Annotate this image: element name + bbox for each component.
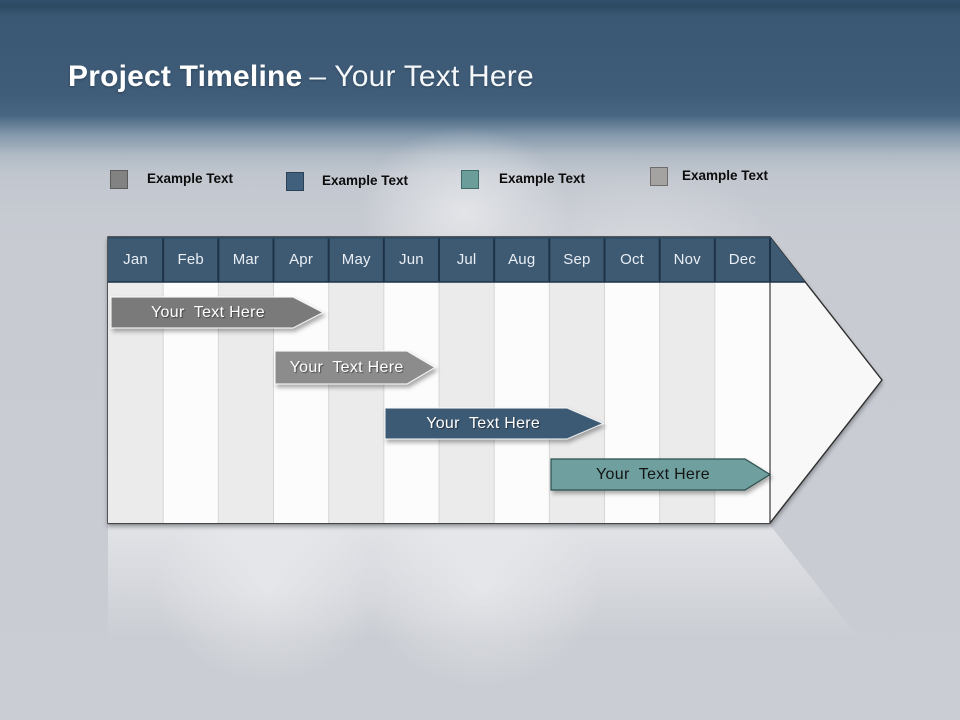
month-cell: Mar bbox=[232, 251, 260, 268]
month-cell: Jan bbox=[123, 251, 148, 268]
legend-label: Example Text bbox=[499, 171, 586, 186]
timeline-bar-label: Your Text Here bbox=[596, 465, 710, 483]
month-cell: Jul bbox=[456, 251, 477, 268]
timeline-bar-label: Your Text Here bbox=[289, 358, 404, 376]
title-regular-text: – Your Text Here bbox=[309, 60, 534, 93]
legend-label: Example Text bbox=[147, 171, 234, 186]
legend-label: Example Text bbox=[322, 173, 409, 188]
slide-title: Project Timeline– Your Text Here bbox=[68, 60, 534, 94]
month-cell: Apr bbox=[289, 251, 314, 268]
month-cell: Jun bbox=[399, 251, 424, 268]
title-bold-text: Project Timeline bbox=[68, 60, 303, 93]
timeline-bar-label: Your Text Here bbox=[151, 303, 265, 321]
legend-color-swatch bbox=[110, 170, 128, 189]
month-cell: Aug bbox=[508, 251, 536, 268]
timeline-bar-shape bbox=[110, 296, 325, 329]
legend-label: Example Text bbox=[682, 168, 769, 183]
month-cell: Feb bbox=[177, 251, 204, 268]
month-cell: Nov bbox=[673, 251, 701, 268]
legend-color-swatch bbox=[461, 170, 479, 189]
month-cell: Dec bbox=[728, 251, 757, 268]
legend-color-swatch bbox=[286, 172, 304, 191]
month-cell: Oct bbox=[620, 251, 645, 268]
timeline-bar-shape bbox=[550, 458, 772, 491]
month-cell: May bbox=[341, 251, 371, 268]
timeline-bar-shape bbox=[384, 407, 605, 440]
timeline-bar-shape bbox=[274, 350, 437, 385]
legend-color-swatch bbox=[650, 167, 668, 186]
month-cell: Sep bbox=[563, 251, 591, 268]
timeline-bar-label: Your Text Here bbox=[426, 414, 541, 432]
